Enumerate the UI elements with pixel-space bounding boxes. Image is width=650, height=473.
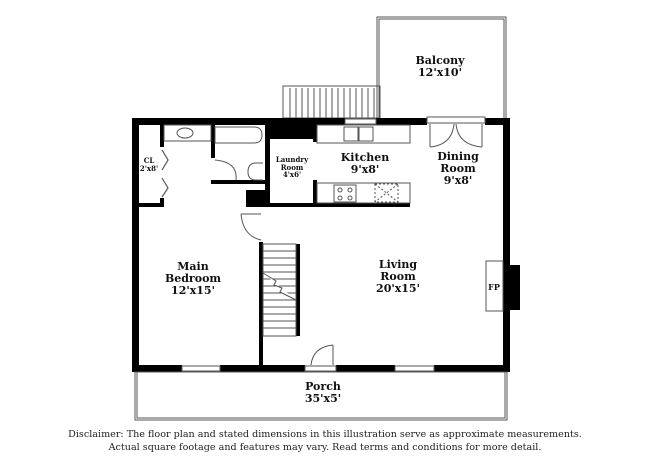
fireplace-label: FP (488, 283, 500, 292)
disclaimer: Disclaimer: The floor plan and stated di… (0, 428, 650, 454)
room-label-laundry: Laundry Room 4'x6' (276, 156, 308, 179)
room-dims: 12'x10' (418, 66, 462, 80)
room-name: Living (378, 258, 418, 271)
room-name: Laundry (275, 155, 309, 164)
room-name: Bedroom (164, 272, 222, 286)
room-name: Porch (305, 380, 341, 393)
room-label-porch: Porch 35'x5' (304, 380, 342, 406)
room-dims: 4'x6' (282, 170, 302, 180)
room-label-balcony: Balcony 12'x10' (415, 54, 465, 80)
fireplace (485, 260, 504, 312)
room-label-dining: Dining Room 9'x8' (437, 150, 479, 188)
room-dims: 12'x15' (171, 284, 215, 298)
room-name: Kitchen (340, 151, 390, 164)
top-openings (344, 116, 486, 125)
windows (181, 365, 435, 372)
room-name: CL (143, 156, 155, 165)
dining-french-doors (429, 123, 483, 148)
balcony-stairs (282, 85, 381, 119)
room-label-living: Living Room 20'x15' (376, 258, 420, 296)
room-name: Room (380, 270, 416, 284)
room-name: Room (440, 162, 476, 176)
room-name: Balcony (415, 54, 465, 67)
room-name: Dining (437, 150, 479, 163)
room-label-main-bedroom: Main Bedroom 12'x15' (164, 260, 222, 298)
fireplace-text: FP (488, 282, 500, 292)
disclaimer-line-1: Disclaimer: The floor plan and stated di… (68, 429, 582, 440)
room-name: Room (280, 162, 304, 172)
room-label-closet: CL 2'x8' (140, 157, 158, 172)
room-dims: 20'x15' (376, 282, 420, 296)
bedroom-door (240, 213, 262, 241)
exterior-walls (132, 118, 520, 372)
interior-stairs (262, 243, 297, 337)
room-dims: 9'x8' (443, 174, 473, 188)
porch-outline (134, 371, 508, 421)
kitchen-fixtures (316, 124, 411, 204)
room-name: Main (177, 260, 209, 273)
room-dims: 9'x8' (350, 163, 380, 177)
room-dims: 2'x8' (139, 163, 159, 173)
room-label-kitchen: Kitchen 9'x8' (340, 151, 390, 177)
closet-bifold-doors (161, 149, 169, 198)
room-dims: 35'x5' (304, 392, 342, 406)
bathroom-fixtures (163, 124, 263, 181)
front-door (310, 344, 334, 366)
disclaimer-line-2: Actual square footage and features may v… (108, 442, 542, 453)
interior-walls (139, 125, 410, 366)
